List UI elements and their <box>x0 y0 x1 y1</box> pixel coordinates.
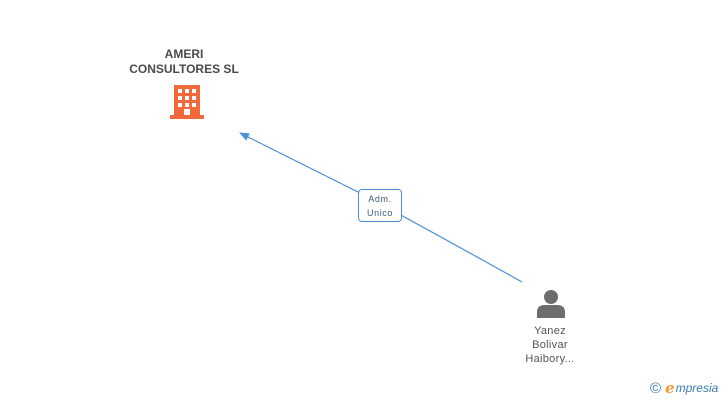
relation-label-line1: Adm. <box>368 194 392 204</box>
building-icon[interactable] <box>170 83 204 119</box>
person-name-line2: Bolivar <box>532 339 568 351</box>
person-name-line1: Yanez <box>534 325 566 337</box>
company-name-line2: CONSULTORES SL <box>129 62 239 76</box>
brand-watermark: © e mpresia <box>650 378 718 398</box>
person-icon[interactable] <box>535 288 567 318</box>
relation-label-line2: Unico <box>366 208 393 218</box>
brand-logo-text: mpresia <box>675 381 719 395</box>
company-name-line1: AMERI <box>164 47 204 61</box>
brand-logo-initial: e <box>665 379 675 397</box>
copyright-icon: © <box>650 379 662 397</box>
company-name[interactable]: AMERI CONSULTORES SL <box>104 47 264 77</box>
person-name-line3: Haibory... <box>525 353 575 365</box>
relation-label[interactable]: Adm. Unico <box>358 189 402 222</box>
person-name[interactable]: Yanez Bolivar Haibory... <box>500 324 600 366</box>
